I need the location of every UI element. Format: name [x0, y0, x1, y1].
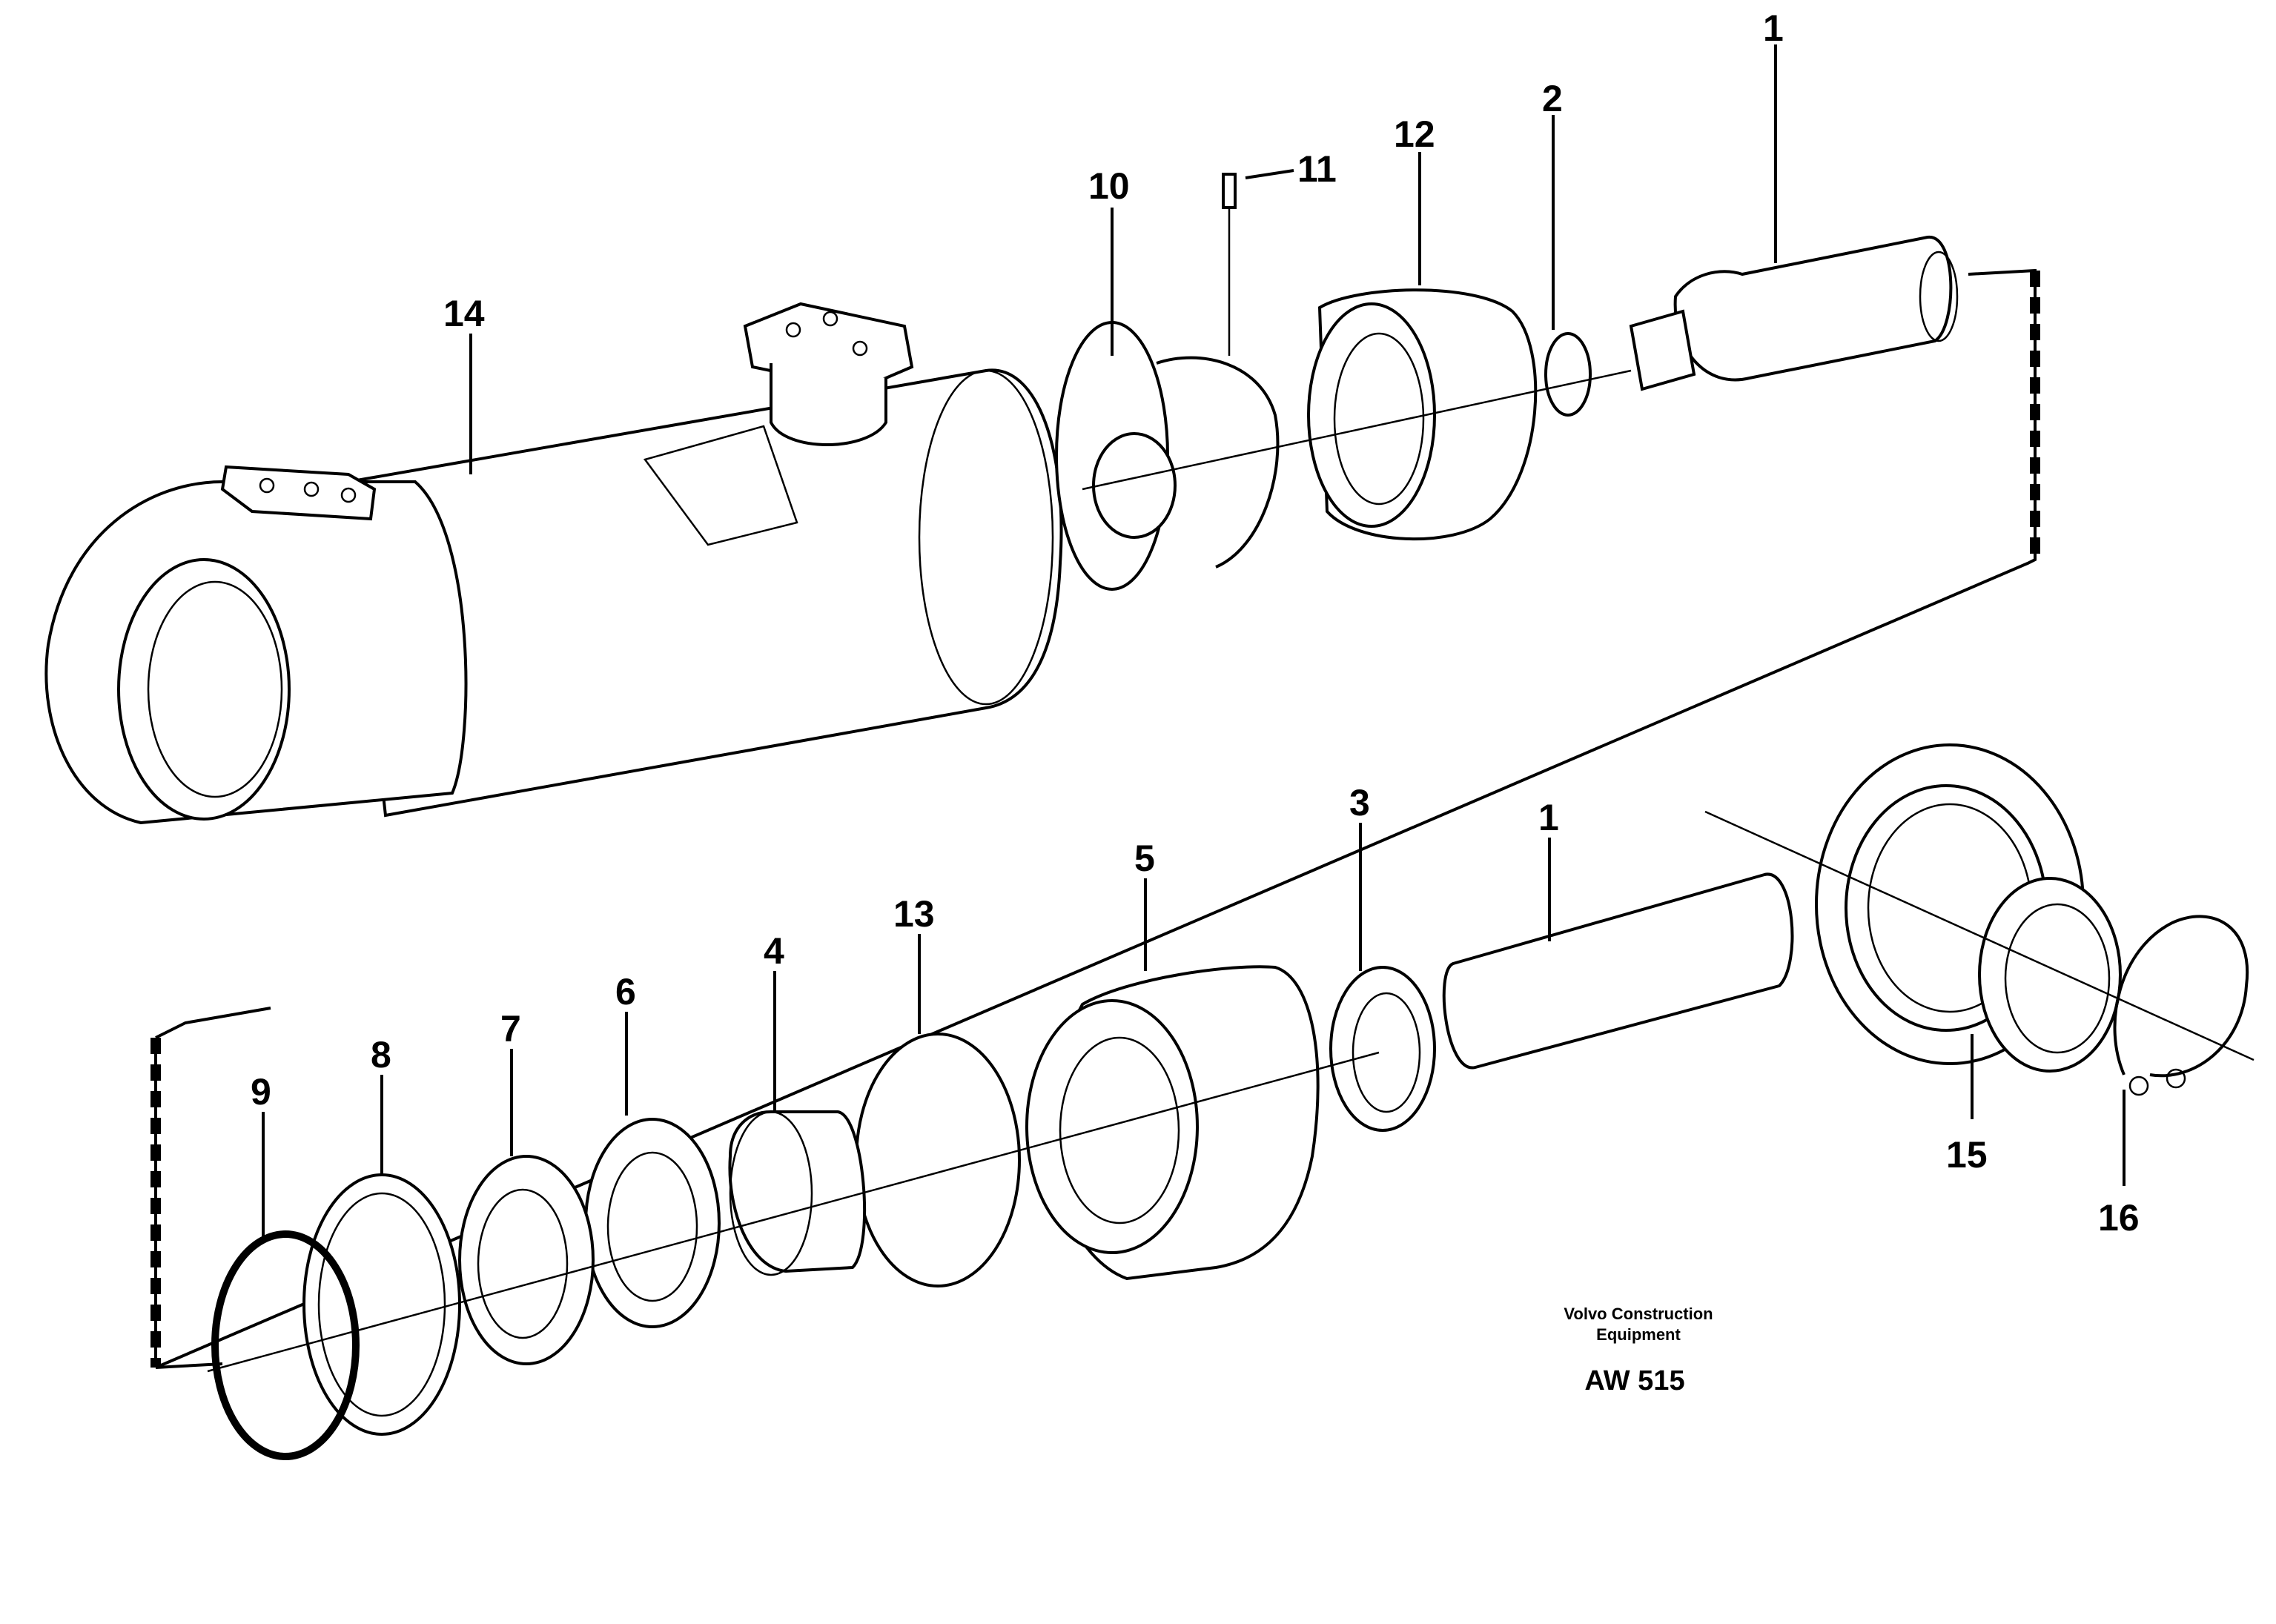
drawing-code: AW 515	[1584, 1365, 1684, 1396]
callout-5: 5	[1134, 838, 1155, 879]
callout-16: 16	[2098, 1197, 2140, 1239]
support-ring	[302, 1173, 461, 1436]
o-ring-small	[1544, 332, 1592, 417]
snap-ring	[211, 1230, 360, 1460]
credit-line-1: Volvo Construction	[1564, 1305, 1713, 1323]
seal-ring	[458, 1155, 595, 1365]
piston	[1055, 321, 1280, 591]
callout-4: 4	[764, 930, 784, 972]
cylinder-head	[1025, 965, 1320, 1281]
callout-1-rod: 1	[1763, 7, 1784, 49]
spherical-bearing	[1978, 877, 2122, 1073]
callout-11: 11	[1297, 148, 1337, 190]
callout-15: 15	[1946, 1134, 1988, 1176]
assembly-connector-frame	[150, 268, 2040, 1369]
callout-14: 14	[443, 293, 485, 334]
axis-lines	[207, 369, 2255, 1373]
set-screw	[1222, 173, 1237, 356]
circlip	[2113, 915, 2249, 1096]
callout-12: 12	[1394, 113, 1435, 155]
guide-ring	[1307, 288, 1538, 541]
o-ring-large	[855, 1033, 1021, 1287]
callout-3: 3	[1349, 782, 1370, 823]
credit-line-2: Equipment	[1596, 1325, 1681, 1344]
callout-13: 13	[893, 893, 935, 935]
callout-1-rod-eye: 1	[1538, 797, 1559, 838]
wiper-seal	[584, 1118, 721, 1328]
rod-seal	[1329, 966, 1436, 1132]
bushing	[728, 1110, 867, 1276]
piston-rod-top	[1629, 235, 1959, 391]
callout-7: 7	[500, 1008, 521, 1050]
cylinder-tube	[44, 302, 1063, 825]
callout-9: 9	[251, 1071, 271, 1113]
callout-6: 6	[615, 971, 636, 1012]
callout-8: 8	[371, 1034, 391, 1076]
callout-10: 10	[1088, 165, 1130, 207]
callout-leaders	[262, 44, 2126, 1238]
callout-2: 2	[1542, 78, 1563, 119]
